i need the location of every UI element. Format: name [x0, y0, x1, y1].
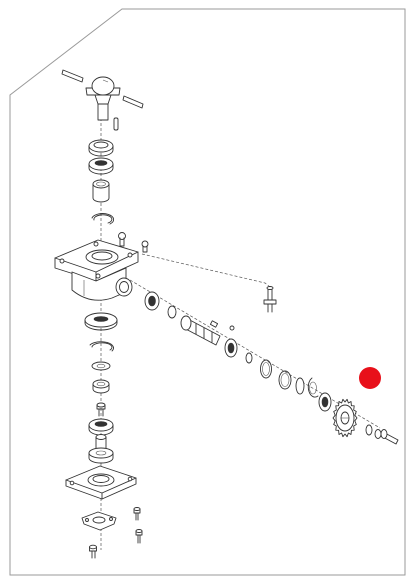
- sprocket: [332, 398, 358, 438]
- bearing-lower: [88, 418, 114, 436]
- cross-pin-left: [61, 69, 84, 83]
- washer-1: [245, 352, 253, 364]
- sprocket-bolt: [380, 429, 399, 445]
- lock-washer: [374, 429, 382, 439]
- screw-housing-right: [141, 240, 149, 253]
- snap-ring-lower: [89, 341, 114, 352]
- washer-lower: [91, 361, 111, 371]
- alignment-lines: [100, 118, 381, 550]
- spacer-sleeve: [92, 179, 110, 203]
- bearing-upper: [88, 139, 114, 157]
- bearing-seal: [88, 157, 114, 175]
- screw-housing-left: [118, 232, 126, 247]
- gearbox-housing: [54, 239, 139, 301]
- screw-base-bottom: [89, 544, 97, 559]
- set-screw: [263, 286, 277, 313]
- screw-base-right: [133, 507, 141, 521]
- woodruff-key: [209, 320, 219, 328]
- base-housing: [65, 465, 137, 500]
- gasket-plate: [81, 511, 117, 531]
- shaft-pin: [229, 325, 235, 331]
- bearing-side: [144, 291, 160, 311]
- highlight-marker-dot[interactable]: [359, 367, 381, 389]
- shaft-head: [85, 76, 121, 121]
- bolt-lower: [96, 402, 106, 417]
- snap-ring-3: [307, 377, 319, 398]
- snap-ring-2: [278, 370, 292, 390]
- snap-ring-upper: [91, 213, 115, 225]
- washer-2: [295, 377, 305, 395]
- screw-base-bottom-right: [135, 529, 143, 544]
- washer-3: [365, 424, 373, 436]
- bevel-pinion-shaft: [180, 315, 221, 346]
- snap-ring-1: [260, 359, 272, 379]
- diagram-frame: [9, 8, 406, 576]
- key-pin: [113, 117, 119, 131]
- seal-ring-side: [167, 305, 177, 319]
- shaft-lower: [88, 434, 114, 464]
- cross-pin-right: [122, 95, 144, 109]
- seal-lower: [84, 312, 118, 331]
- bushing-lower: [92, 379, 110, 394]
- bearing-outer: [318, 392, 332, 412]
- bearing-shaft: [224, 338, 238, 358]
